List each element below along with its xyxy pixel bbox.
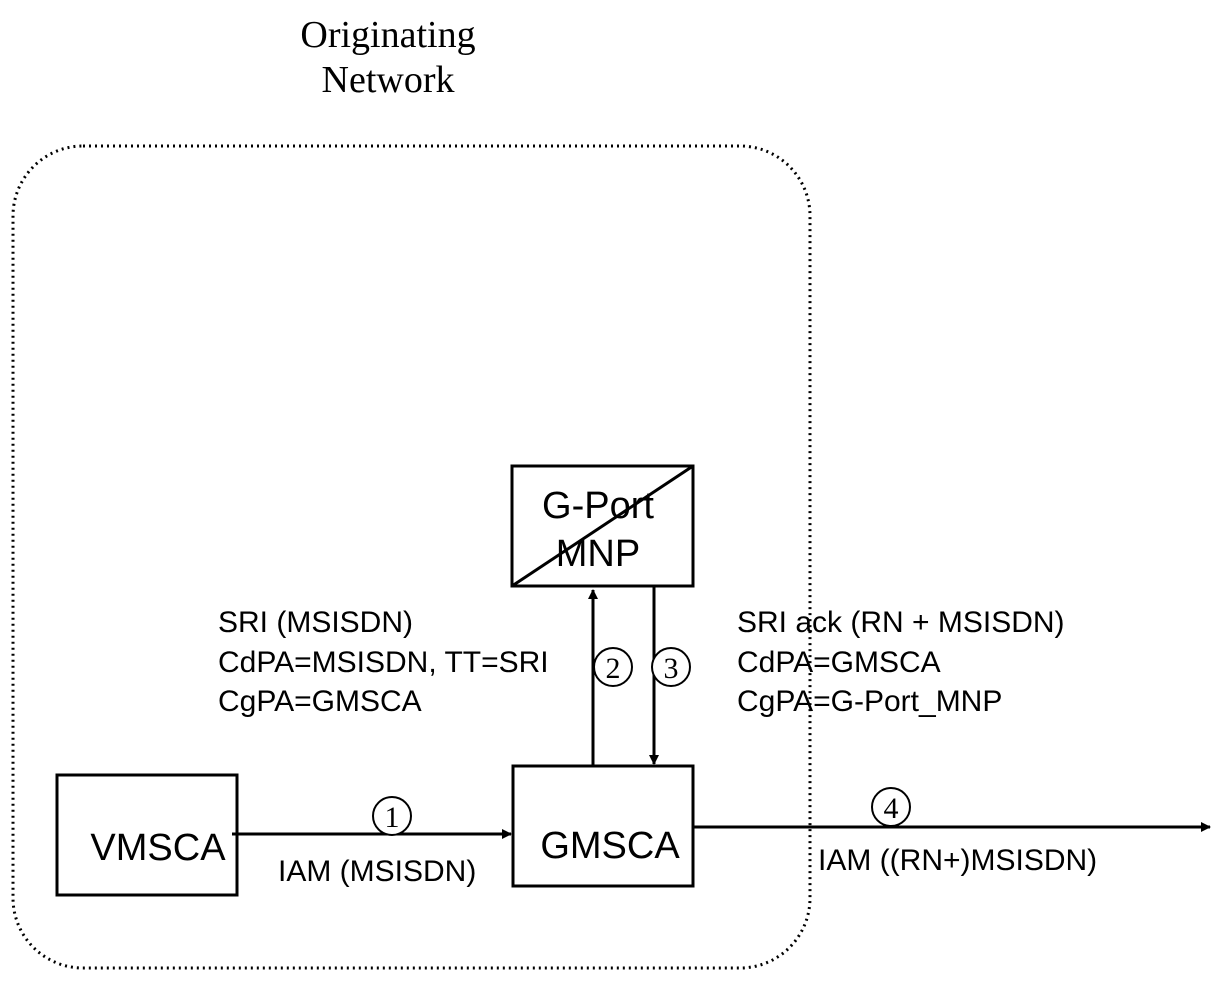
step-3-circle bbox=[651, 647, 691, 687]
step-1-circle bbox=[372, 796, 412, 836]
gport-mnp-label-line1: G-Port bbox=[542, 485, 654, 527]
gmsca-label: GMSCA bbox=[540, 825, 680, 867]
step-1-number: 1 bbox=[385, 801, 400, 834]
gmsca-box bbox=[511, 764, 695, 888]
sri-label-line2: CdPA=MSISDN, TT=SRI bbox=[218, 646, 549, 679]
network-title-line1: Originating bbox=[300, 14, 475, 56]
sri-ack-label-line2: CdPA=GMSCA bbox=[737, 646, 941, 679]
step-3-number: 3 bbox=[664, 652, 679, 685]
vmsca-label: VMSCA bbox=[90, 827, 226, 869]
gport-mnp-label-line2: MNP bbox=[556, 533, 640, 575]
network-title-line2: Network bbox=[322, 59, 455, 101]
sri-label-line1: SRI (MSISDN) bbox=[218, 606, 413, 639]
sri-ack-label-line3: CgPA=G-Port_MNP bbox=[737, 685, 1002, 718]
step-2-circle bbox=[593, 647, 633, 687]
step-4-number: 4 bbox=[884, 792, 899, 825]
iam-rn-msisdn-label: IAM ((RN+)MSISDN) bbox=[818, 844, 1097, 877]
vmsca-box bbox=[55, 773, 239, 897]
gport-mnp-diagonal bbox=[511, 464, 694, 588]
sri-ack-label-line1: SRI ack (RN + MSISDN) bbox=[737, 606, 1065, 639]
iam-msisdn-label: IAM (MSISDN) bbox=[278, 855, 476, 888]
step-2-number: 2 bbox=[606, 652, 621, 685]
step-4-circle bbox=[871, 787, 911, 827]
sri-label-line3: CgPA=GMSCA bbox=[218, 685, 422, 718]
